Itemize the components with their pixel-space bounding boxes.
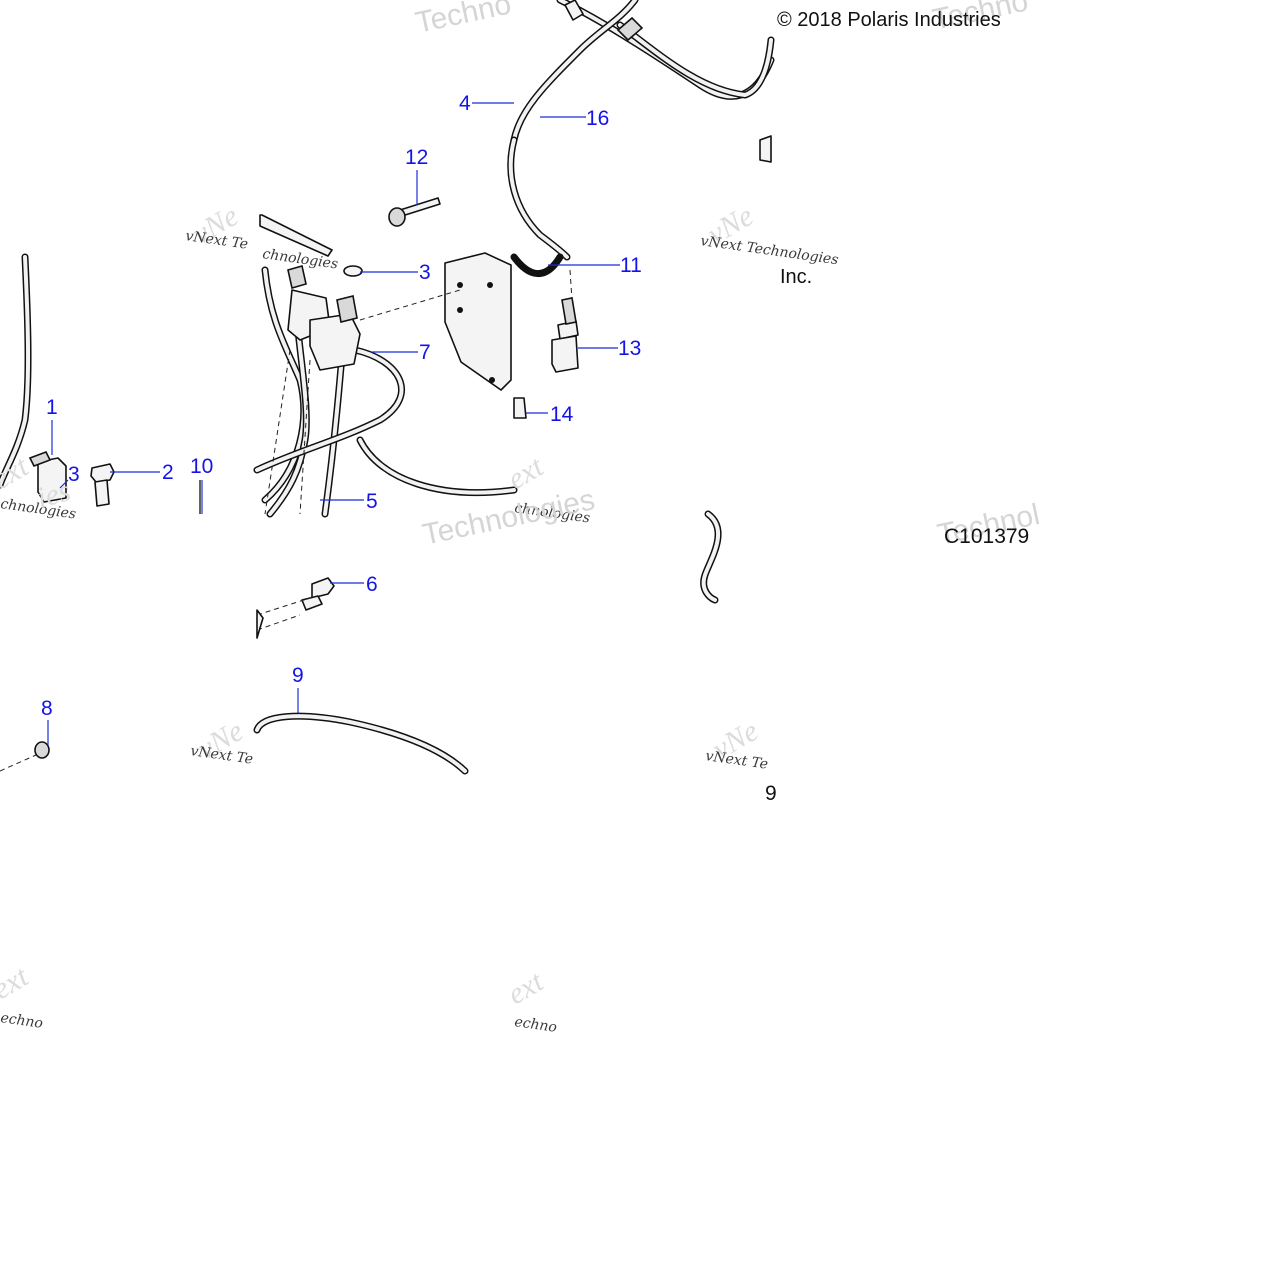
watermark-vnext-2: vNext Technologies [699, 233, 839, 268]
brake-block-assembly [253, 214, 518, 518]
callout-9: 9 [292, 664, 304, 687]
callout-1: 1 [46, 396, 58, 419]
callout-7: 7 [419, 341, 431, 364]
figure-code: C101379 [944, 525, 1029, 548]
watermark-echno-1: echno [0, 1010, 44, 1032]
callouts: 1 2 3 3 4 5 6 7 8 9 10 11 12 13 14 16 [41, 92, 642, 720]
watermarks: Techno Techno vNe vNext Te chnologies vN… [0, 0, 1043, 1036]
callout-10: 10 [190, 455, 213, 478]
watermark-ext-1: ext [0, 450, 34, 496]
callout-11: 11 [620, 254, 642, 277]
watermark-echno-2: echno [513, 1014, 557, 1036]
watermark-ext-4: ext [502, 965, 549, 1011]
callout-13: 13 [618, 337, 641, 360]
callout-3-left: 3 [68, 463, 80, 486]
callout-3-center: 3 [419, 261, 431, 284]
hose-16 [507, 136, 571, 261]
watermark-vnext-1: vNext Te [184, 228, 249, 253]
callout-16: 16 [586, 107, 609, 130]
watermark-vnext-4: vNext Te [704, 748, 769, 773]
company-suffix: Inc. [780, 266, 812, 288]
callout-8: 8 [41, 697, 53, 720]
hose-loop-top [510, 0, 775, 163]
watermark-vnext-3: vNext Te [189, 743, 254, 768]
callout-14: 14 [550, 403, 574, 426]
leader-lines [47, 102, 620, 745]
callout-12: 12 [405, 146, 428, 169]
copyright-text: © 2018 Polaris Industries [777, 9, 1001, 31]
callout-6: 6 [366, 573, 378, 596]
bolt-14 [510, 253, 564, 419]
hose-9 [253, 712, 469, 775]
bolt-12 [388, 197, 441, 227]
sensor-13 [551, 269, 579, 373]
callout-4: 4 [459, 92, 471, 115]
watermark-techno-top: Techno [413, 0, 514, 40]
hose-piece-bottom-right [700, 510, 722, 604]
callout-5: 5 [366, 490, 378, 513]
watermark-ext-3: ext [0, 960, 34, 1006]
nut-8 [0, 741, 50, 772]
left-hose-assembly [0, 253, 201, 514]
bolt-6 [256, 577, 335, 639]
watermark-digit: 9 [765, 782, 777, 805]
callout-2: 2 [162, 461, 174, 484]
